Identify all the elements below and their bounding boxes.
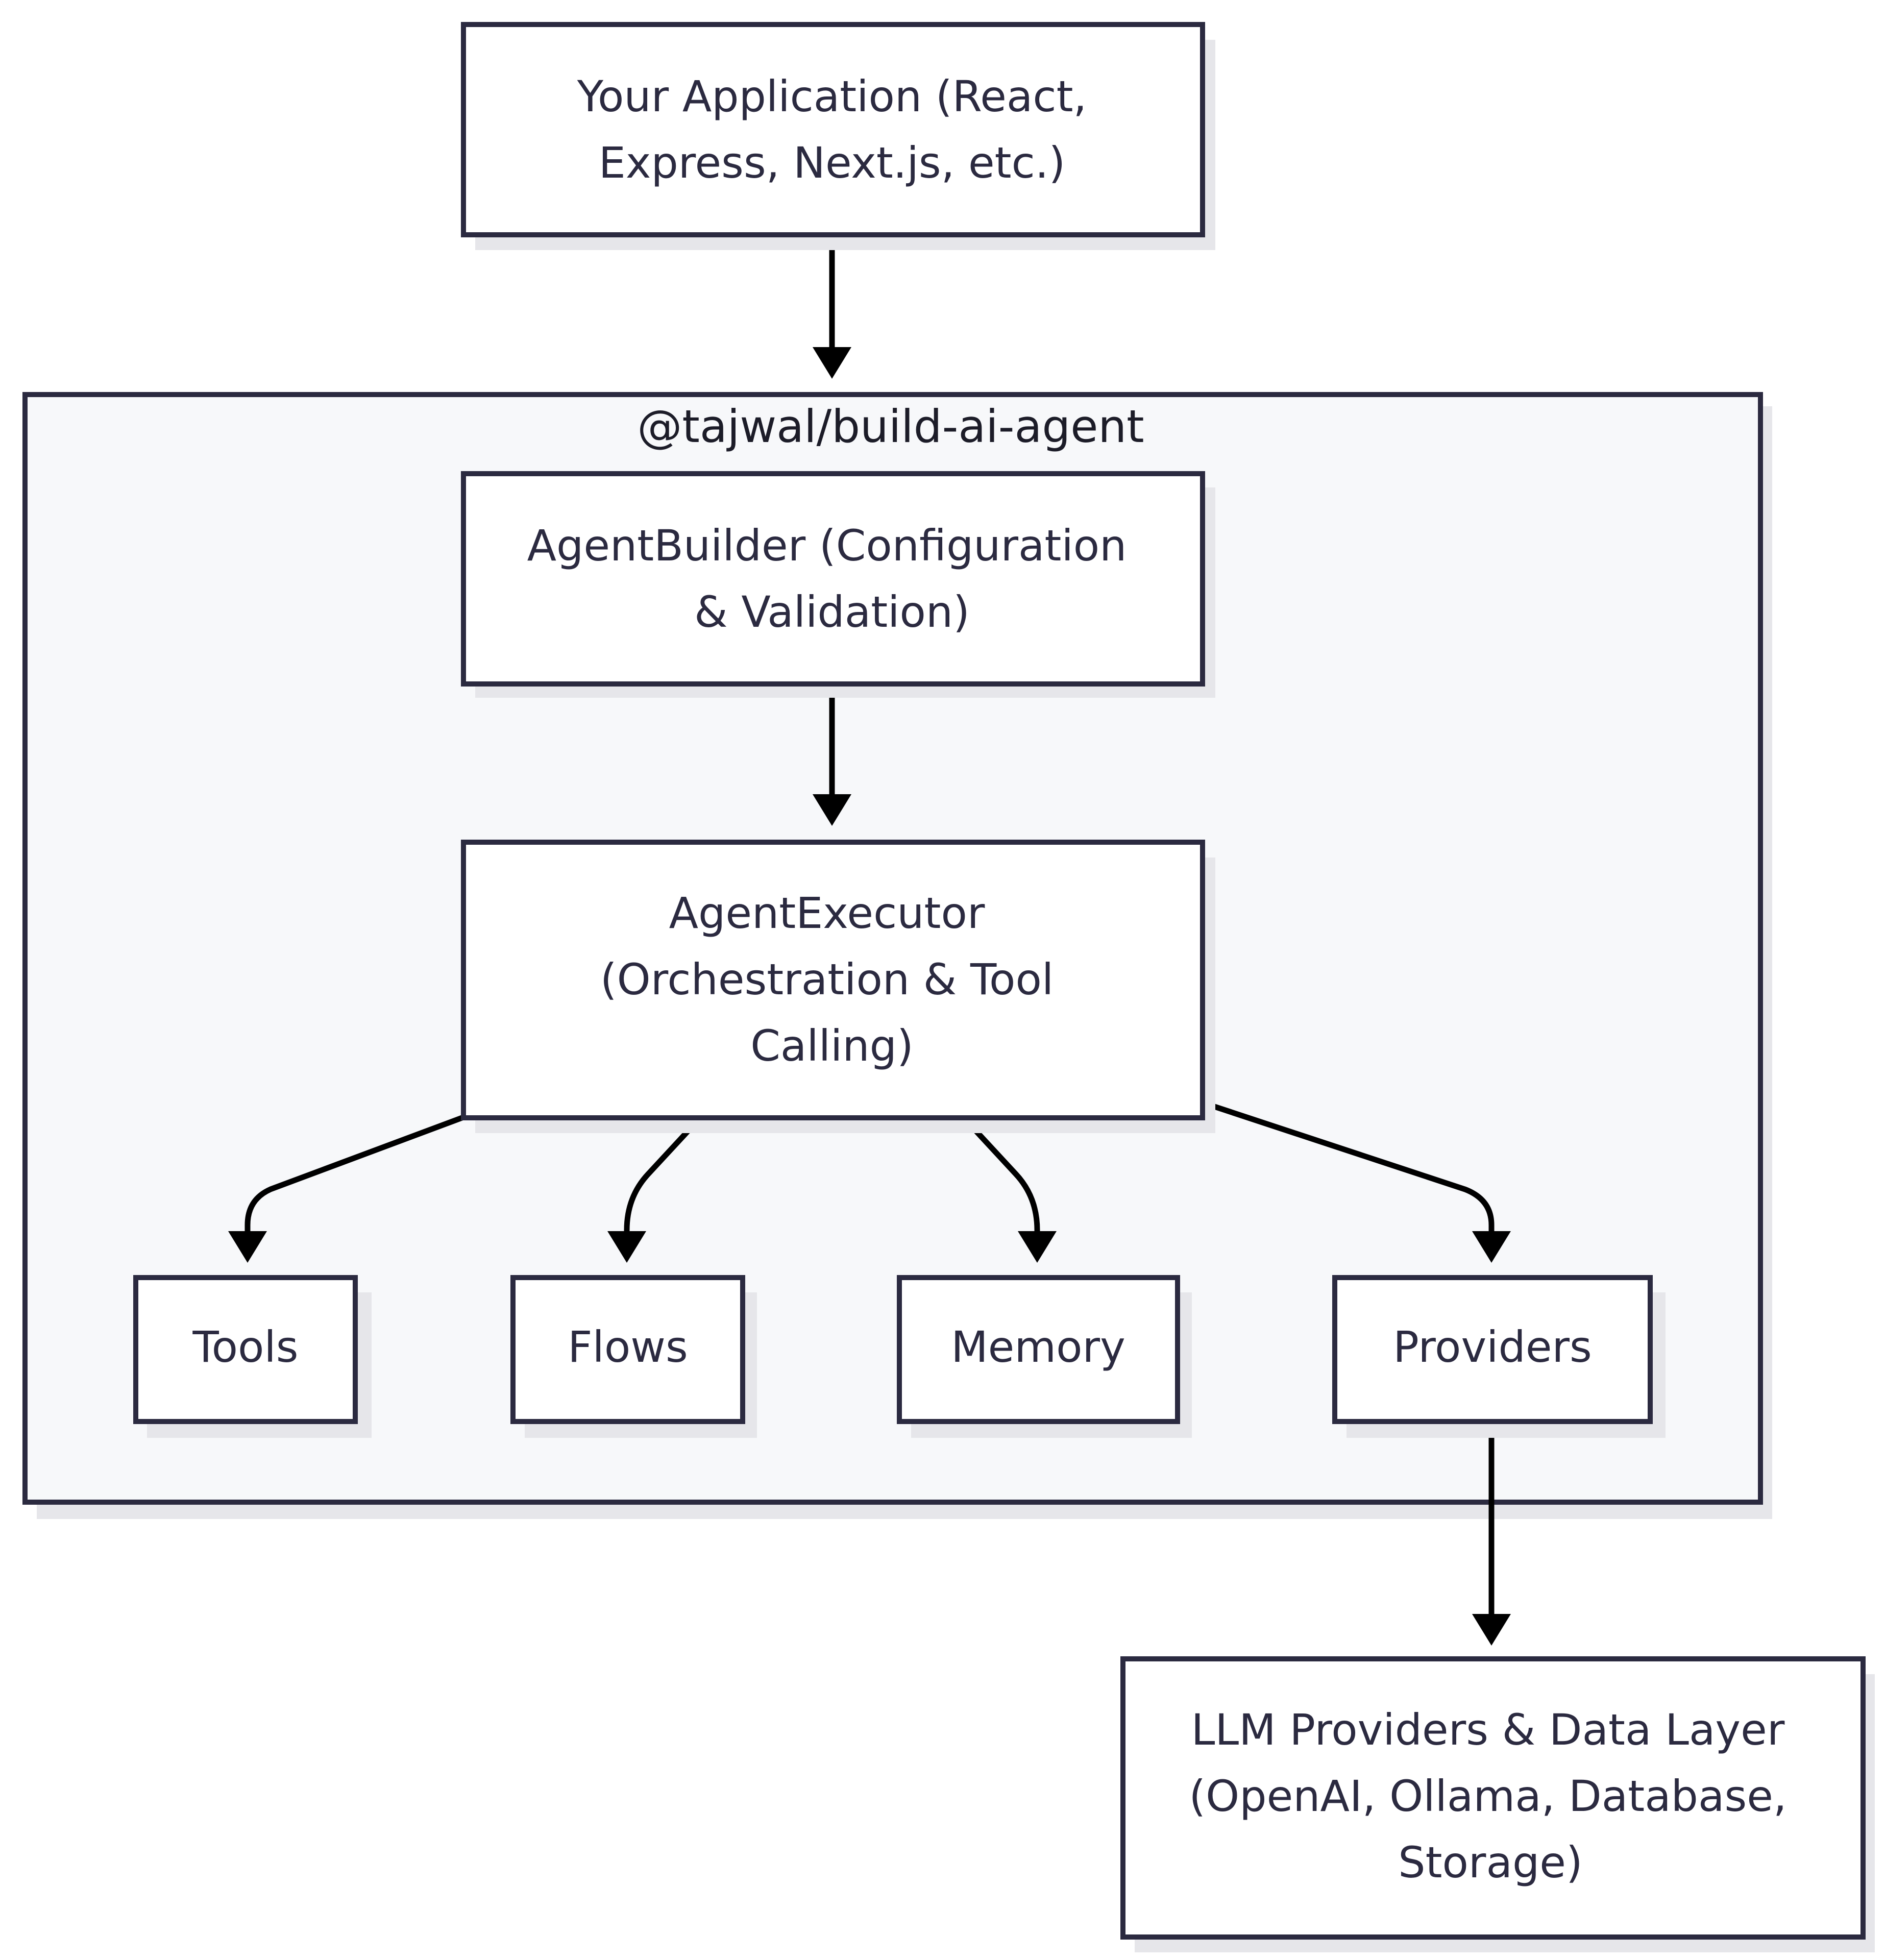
node-providers-label: Providers xyxy=(1393,1322,1592,1372)
node-memory-box xyxy=(897,1275,1180,1424)
node-llm-data-layer-label-line-2: (OpenAI, Ollama, Database, xyxy=(1189,1771,1786,1821)
node-memory: Memory xyxy=(897,1275,1192,1438)
node-providers: Providers xyxy=(1332,1275,1666,1438)
node-agent-builder-label-line-1: AgentBuilder (Configuration xyxy=(527,521,1127,571)
node-llm-data-layer-label-line-3: Storage) xyxy=(1398,1837,1582,1888)
node-agent-executor: AgentExecutor (Orchestration & Tool Call… xyxy=(461,840,1215,1133)
edge-executor-to-providers xyxy=(1201,1099,1495,1238)
node-agent-executor-label-line-3: Calling) xyxy=(750,1021,913,1071)
edge-executor-to-tools xyxy=(244,1115,463,1238)
node-agent-builder: AgentBuilder (Configuration & Validation… xyxy=(461,471,1215,698)
node-app-label-line-1: Your Application (React, xyxy=(577,71,1087,121)
edges xyxy=(228,236,1511,1646)
node-flows-box xyxy=(510,1275,745,1424)
arrowhead-executor xyxy=(813,794,851,826)
node-providers-box xyxy=(1332,1275,1653,1424)
node-flows: Flows xyxy=(510,1275,757,1438)
node-agent-executor-label-line-1: AgentExecutor xyxy=(669,888,985,938)
node-agent-builder-label-line-2: & Validation) xyxy=(694,587,970,637)
node-tools-label: Tools xyxy=(192,1322,299,1372)
node-llm-data-layer-label-line-1: LLM Providers & Data Layer xyxy=(1191,1705,1785,1755)
arrowhead-memory xyxy=(1018,1231,1057,1263)
node-flows-label: Flows xyxy=(568,1322,688,1372)
node-tools-box xyxy=(133,1275,358,1424)
arrowhead-builder xyxy=(813,347,851,379)
node-app: Your Application (React, Express, Next.j… xyxy=(461,22,1215,250)
edge-executor-to-flows xyxy=(624,1117,702,1238)
package-group-label: @tajwal/build-ai-agent xyxy=(637,400,1144,453)
node-tools: Tools xyxy=(133,1275,372,1438)
arrowhead-providers xyxy=(1472,1231,1511,1263)
node-memory-label: Memory xyxy=(951,1322,1125,1372)
node-llm-data-layer-box xyxy=(1120,1656,1866,1940)
node-agent-executor-label-line-2: (Orchestration & Tool xyxy=(600,954,1054,1004)
edge-executor-to-memory xyxy=(962,1117,1040,1238)
arrowhead-tools xyxy=(228,1231,267,1263)
arrowhead-llm xyxy=(1472,1614,1511,1646)
node-llm-data-layer: LLM Providers & Data Layer (OpenAI, Olla… xyxy=(1120,1656,1875,1952)
node-app-label-line-2: Express, Next.js, etc.) xyxy=(599,138,1066,188)
node-app-box xyxy=(461,22,1205,237)
arrowhead-flows xyxy=(607,1231,646,1263)
node-agent-executor-box xyxy=(461,840,1205,1120)
node-agent-builder-box xyxy=(461,471,1205,687)
